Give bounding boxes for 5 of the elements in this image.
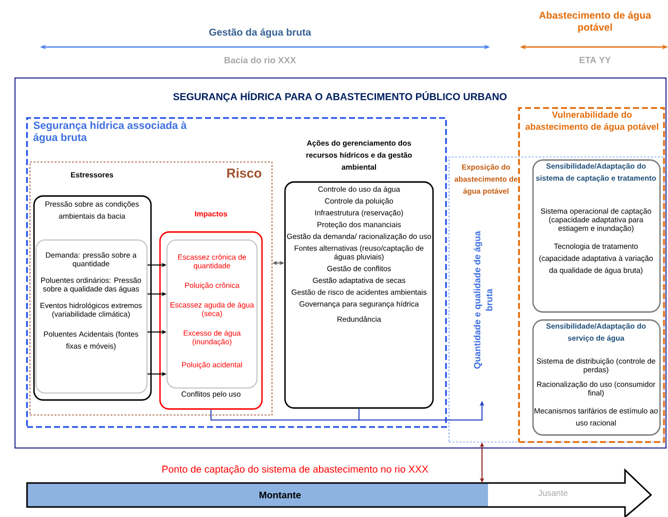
span-label: Abastecimento de água potável: [539, 11, 652, 33]
span-label: Bacia do rio XXX: [224, 56, 296, 64]
location-label: Ponto de captação do sistema de abastecimento no rio XXX: [162, 465, 428, 475]
span-label: Gestão da água bruta: [209, 28, 312, 38]
span-label: ETA YY: [580, 56, 611, 64]
